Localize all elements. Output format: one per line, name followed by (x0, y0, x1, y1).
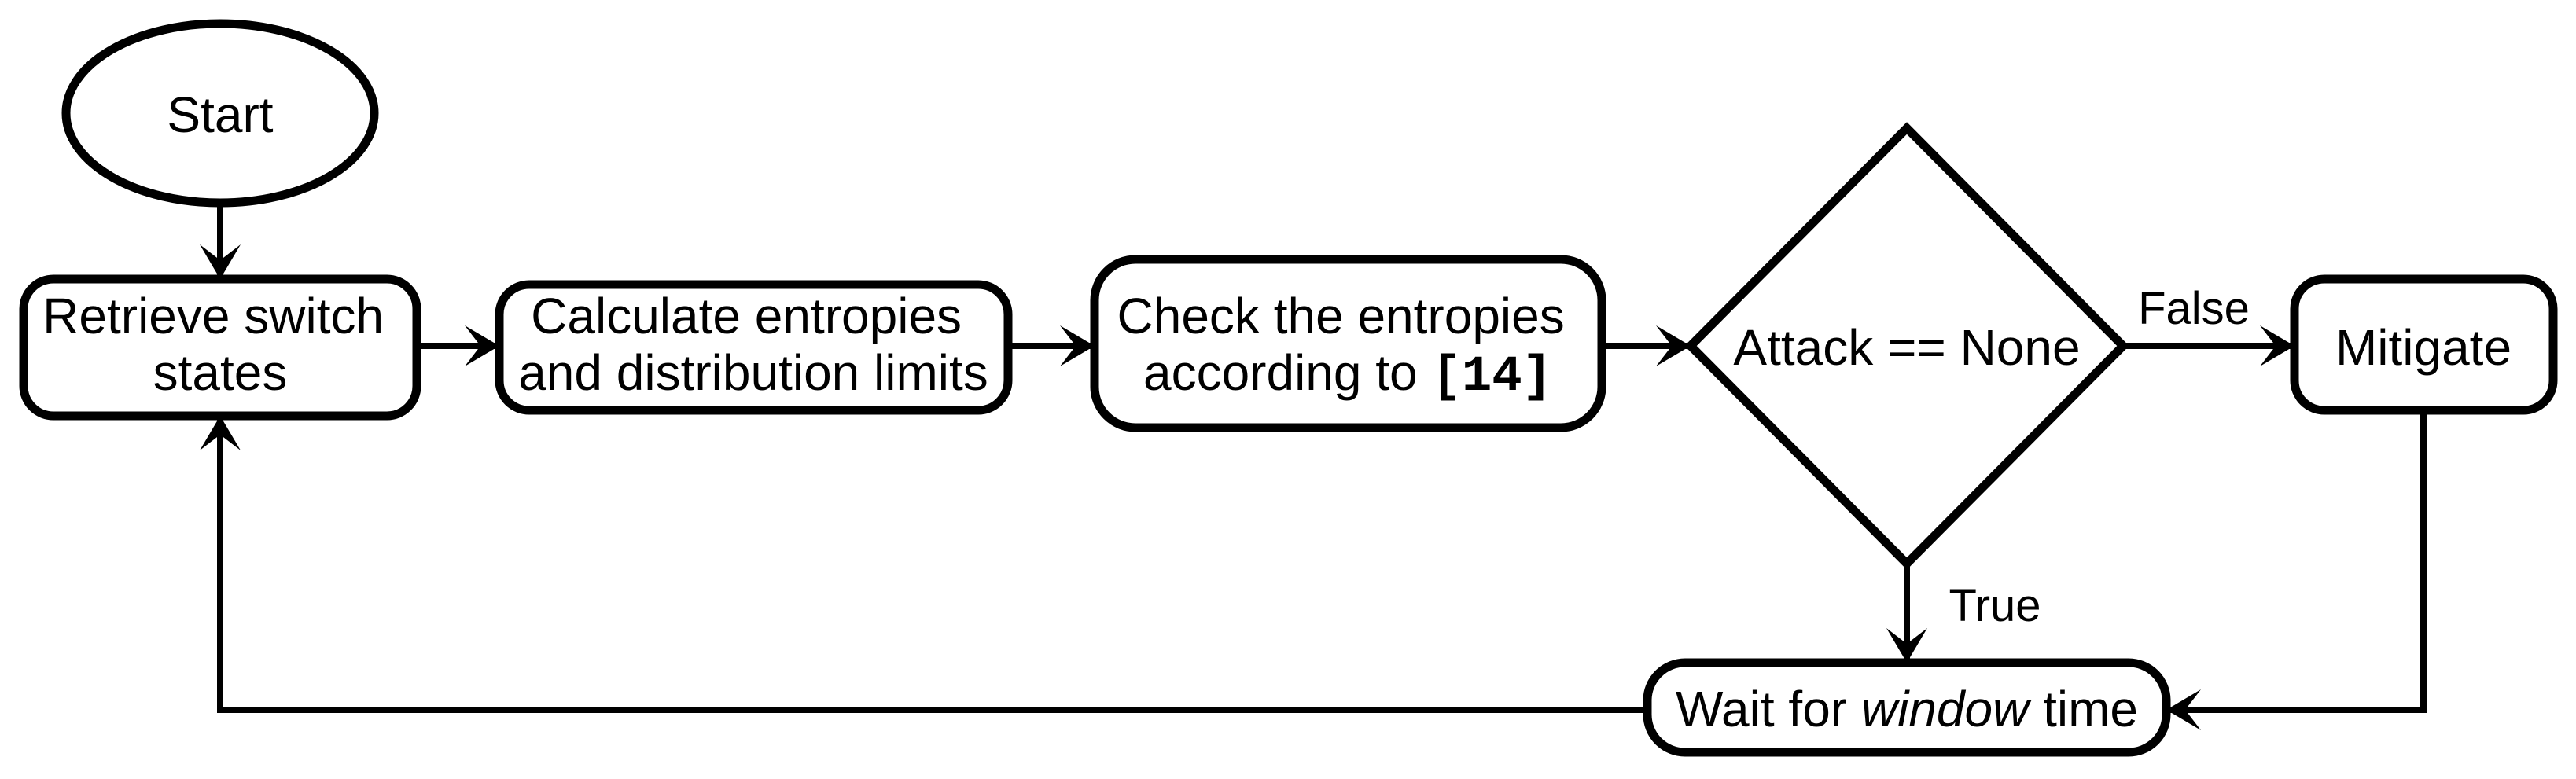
node-mitigate-label: Mitigate (2335, 319, 2512, 376)
edge-layer (200, 203, 2427, 730)
node-mitigate-shape (2290, 274, 2558, 415)
node-retrieve-label-line1: Retrieve switch (42, 288, 384, 344)
node-wait-label-line: Wait for window time (1676, 681, 2138, 737)
node-calculate-label-line2: and distribution limits (518, 344, 988, 401)
node-retrieve-shape (19, 274, 421, 421)
node-wait-label-prefix: Wait for (1676, 681, 1861, 737)
node-check-label-citation: [14] (1431, 349, 1552, 406)
node-decision-shape (1684, 122, 2129, 570)
node-retrieve-label-line2: states (153, 344, 288, 401)
node-calculate-shape (495, 280, 1013, 415)
node-wait-label-emphasis: window (1861, 681, 2032, 737)
node-wait-shape (1643, 658, 2171, 757)
node-retrieve-label: Retrieve switch states (42, 288, 398, 401)
node-calculate-label: Calculate entropies and distribution lim… (518, 288, 988, 401)
node-check-label: Check the entropies according to [14] (1117, 288, 1579, 406)
node-decision-label: Attack == None (1733, 319, 2080, 376)
edge-mitigate-to-wait (2166, 410, 2427, 730)
node-start-shape (61, 19, 379, 208)
edge-wait-loop-to-retrieve (200, 416, 1647, 713)
edge-label-true: True (1949, 580, 2041, 631)
node-wait-label: Wait for window time (1676, 681, 2138, 737)
node-calculate-label-line1: Calculate entropies (531, 288, 962, 344)
node-start-label: Start (167, 86, 273, 143)
node-check-label-line1: Check the entropies (1117, 288, 1565, 344)
node-check-label-line2: according to [14] (1143, 344, 1552, 406)
node-layer: Start Retrieve switch states Calculate e… (19, 19, 2558, 757)
node-check-label-line2-text: according to (1143, 344, 1431, 401)
node-wait-label-suffix: time (2029, 681, 2138, 737)
node-check-shape (1090, 255, 1606, 432)
edge-label-false: False (2138, 283, 2250, 334)
